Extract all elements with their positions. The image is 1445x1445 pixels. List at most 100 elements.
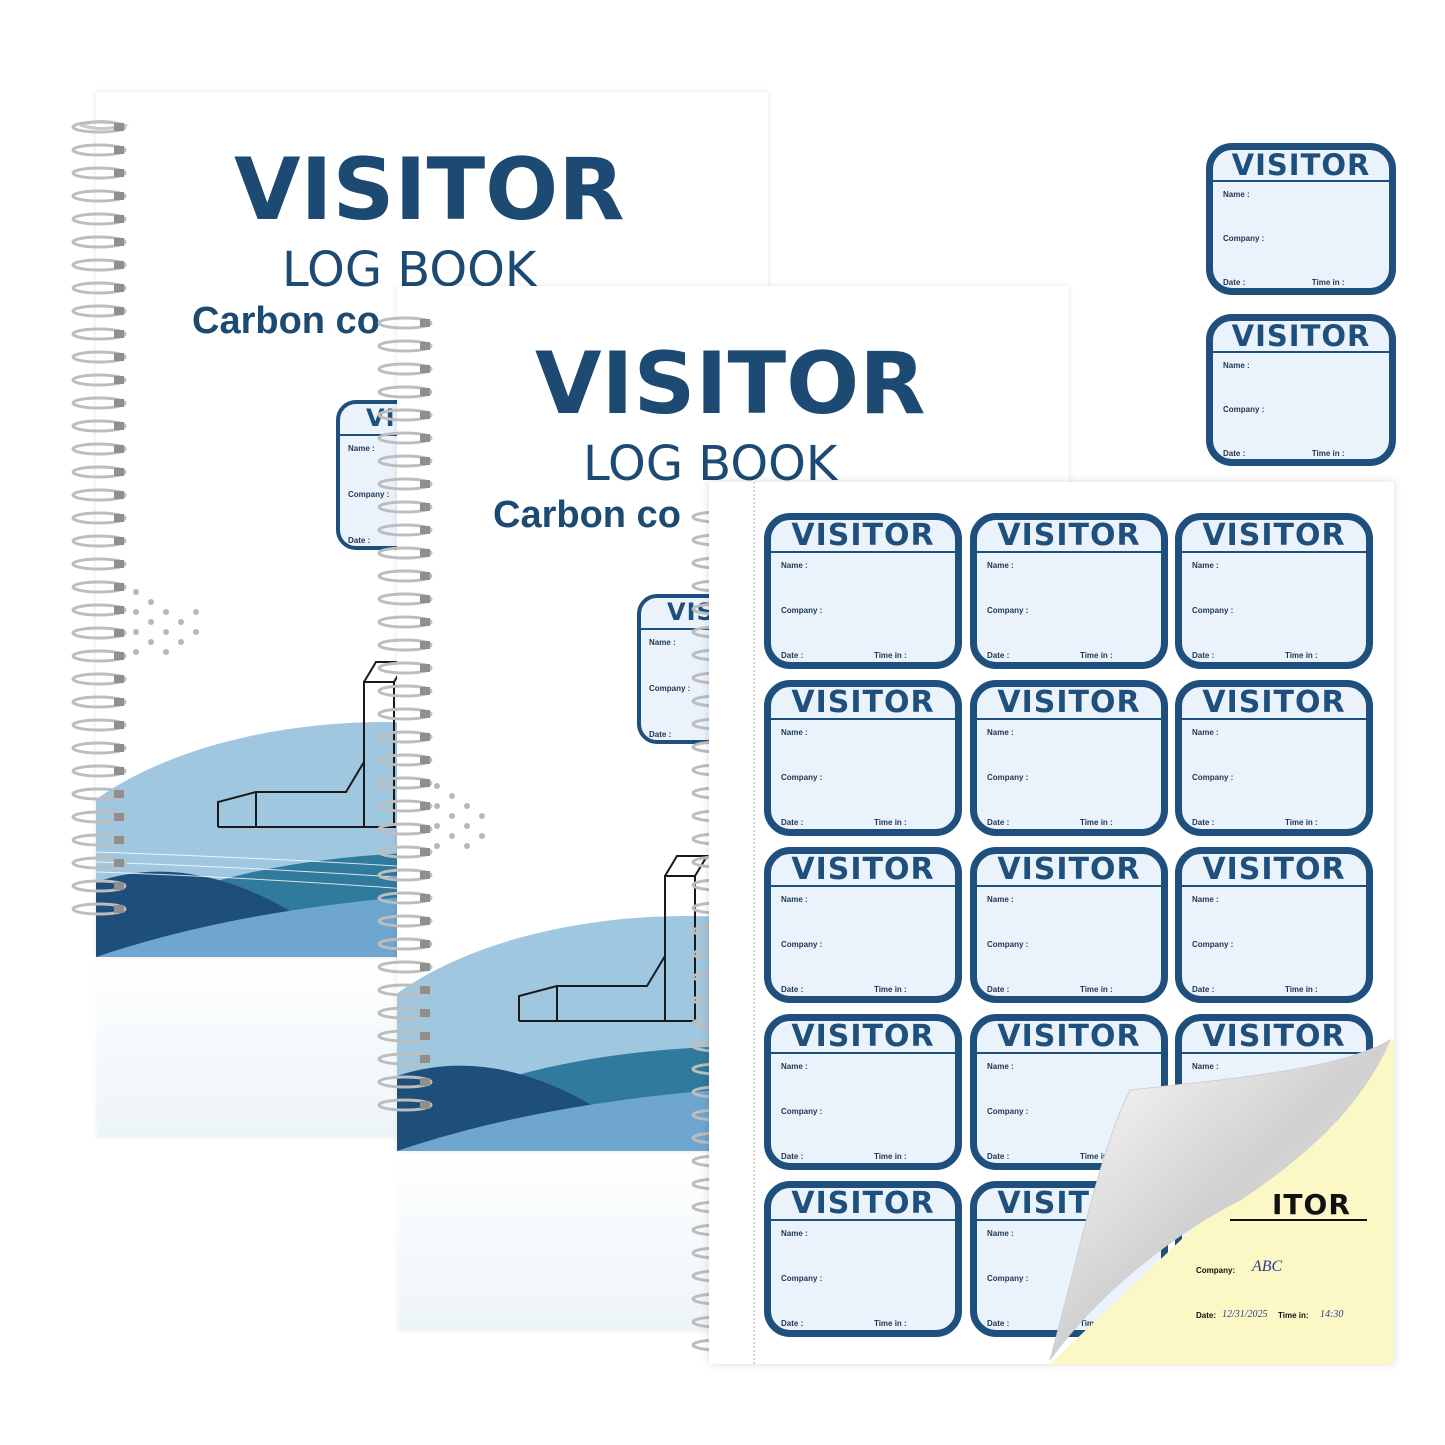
badge-title: VISITOR xyxy=(1231,319,1371,353)
spiral-coil-icon xyxy=(71,488,127,502)
spiral-coil-icon xyxy=(377,316,433,330)
badge-company-label: Company : xyxy=(1192,772,1234,782)
badge-date-label: Date : xyxy=(987,818,1010,828)
badge-company-label: Company : xyxy=(987,772,1029,782)
carbon-title: ITOR xyxy=(1272,1188,1351,1221)
badge-title: VISITOR xyxy=(791,1019,935,1054)
cover-badge-company-label: Company : xyxy=(348,490,390,499)
badge-company-label: Company : xyxy=(781,605,823,615)
spiral-coil-icon xyxy=(377,385,433,399)
spiral-coil-icon xyxy=(71,350,127,364)
spiral-coil-icon xyxy=(71,258,127,272)
spiral-coil-icon xyxy=(71,879,127,893)
badge-time-label: Time in : xyxy=(1311,277,1345,287)
cover-badge-name-label: Name : xyxy=(348,444,375,453)
spiral-coil-icon xyxy=(377,523,433,537)
badge-divider xyxy=(1182,718,1366,720)
badge-date-label: Date : xyxy=(1192,818,1215,828)
badge-divider xyxy=(977,1219,1161,1221)
spiral-coil-icon xyxy=(71,212,127,226)
badge-name-label: Name : xyxy=(1223,189,1250,199)
badge-time-label: Time in : xyxy=(873,651,907,661)
carbon-date-value: 12/31/2025 xyxy=(1222,1309,1268,1320)
spiral-coil-icon xyxy=(377,569,433,583)
spiral-coil-icon xyxy=(71,580,127,594)
carbon-date-label: Date: xyxy=(1196,1311,1217,1320)
badge-title: VISITOR xyxy=(791,685,935,720)
spiral-coil-icon xyxy=(71,764,127,778)
badge-time-label: Time in : xyxy=(1079,651,1113,661)
badge-divider xyxy=(340,434,452,436)
spiral-coil-icon xyxy=(71,189,127,203)
badge-company-label: Company : xyxy=(987,1106,1029,1116)
badge-name-label: Name : xyxy=(781,1228,808,1238)
badge-name-label: Name : xyxy=(781,727,808,737)
badge-name-label: Name : xyxy=(1223,360,1250,370)
badge-company-label: Company : xyxy=(781,772,823,782)
badge-divider xyxy=(977,885,1161,887)
badge-name-label: Name : xyxy=(781,560,808,570)
spiral-coil-icon xyxy=(377,592,433,606)
spiral-coil-icon xyxy=(377,339,433,353)
carbon-company-label: Company: xyxy=(1196,1266,1236,1275)
spiral-coil-icon xyxy=(71,810,127,824)
spiral-coil-icon xyxy=(71,327,127,341)
spiral-coil-icon xyxy=(377,707,433,721)
badge-date-label: Date : xyxy=(1192,651,1215,661)
badge-name-label: Name : xyxy=(987,560,1014,570)
spiral-coil-icon xyxy=(71,856,127,870)
cover2-badge-name-label: Name : xyxy=(649,638,676,647)
badge-title: VISITOR xyxy=(997,518,1141,553)
badge-divider xyxy=(771,1219,955,1221)
spiral-coil-icon xyxy=(377,408,433,422)
badge-company-label: Company : xyxy=(987,939,1029,949)
spiral-coil-icon xyxy=(377,431,433,445)
spiral-coil-icon xyxy=(71,833,127,847)
spiral-coil-icon xyxy=(377,615,433,629)
badge-date-label: Date : xyxy=(1223,277,1246,287)
carbon-title-underline xyxy=(1230,1219,1367,1221)
badge-time-label: Time in : xyxy=(1284,651,1318,661)
spiral-coil-icon xyxy=(377,661,433,675)
badge-company-label: Company : xyxy=(987,1273,1029,1283)
badge-divider xyxy=(977,551,1161,553)
spiral-coil-icon xyxy=(71,626,127,640)
spiral-coil-icon xyxy=(71,304,127,318)
spiral-coil-icon xyxy=(377,362,433,376)
badge-date-label: Date : xyxy=(781,651,804,661)
perforation-line xyxy=(753,482,755,1364)
badge-divider xyxy=(977,718,1161,720)
badge-date-label: Date : xyxy=(987,1319,1010,1329)
badge-date-label: Date : xyxy=(781,985,804,995)
spiral-coil-icon xyxy=(377,477,433,491)
badge-title: VISITOR xyxy=(1202,518,1346,553)
badge-name-label: Name : xyxy=(1192,560,1219,570)
page-curl xyxy=(1049,1038,1392,1361)
badge-date-label: Date : xyxy=(1192,985,1215,995)
spiral-coil-icon xyxy=(377,454,433,468)
badge-time-label: Time in : xyxy=(1079,985,1113,995)
badge-company-label: Company : xyxy=(1192,605,1234,615)
badge-time-label: Time in : xyxy=(1079,1152,1113,1162)
spiral-coil-icon xyxy=(377,546,433,560)
spiral-coil-icon xyxy=(71,442,127,456)
badge-company-label: Company : xyxy=(781,1106,823,1116)
spiral-coil-icon xyxy=(71,534,127,548)
badge-date-label: Date : xyxy=(781,818,804,828)
badge-time-label: Time in : xyxy=(873,1319,907,1329)
spiral-coil-icon xyxy=(71,373,127,387)
badge-divider xyxy=(1182,551,1366,553)
badge-company-label: Company : xyxy=(1223,404,1265,414)
badge-time-label: Time in : xyxy=(873,985,907,995)
carbon-company-value: ABC xyxy=(1252,1258,1283,1275)
badge-time-label: Time in : xyxy=(1079,818,1113,828)
badge-company-label: Company : xyxy=(1192,939,1234,949)
carbon-time-value: 14:30 xyxy=(1320,1309,1344,1320)
